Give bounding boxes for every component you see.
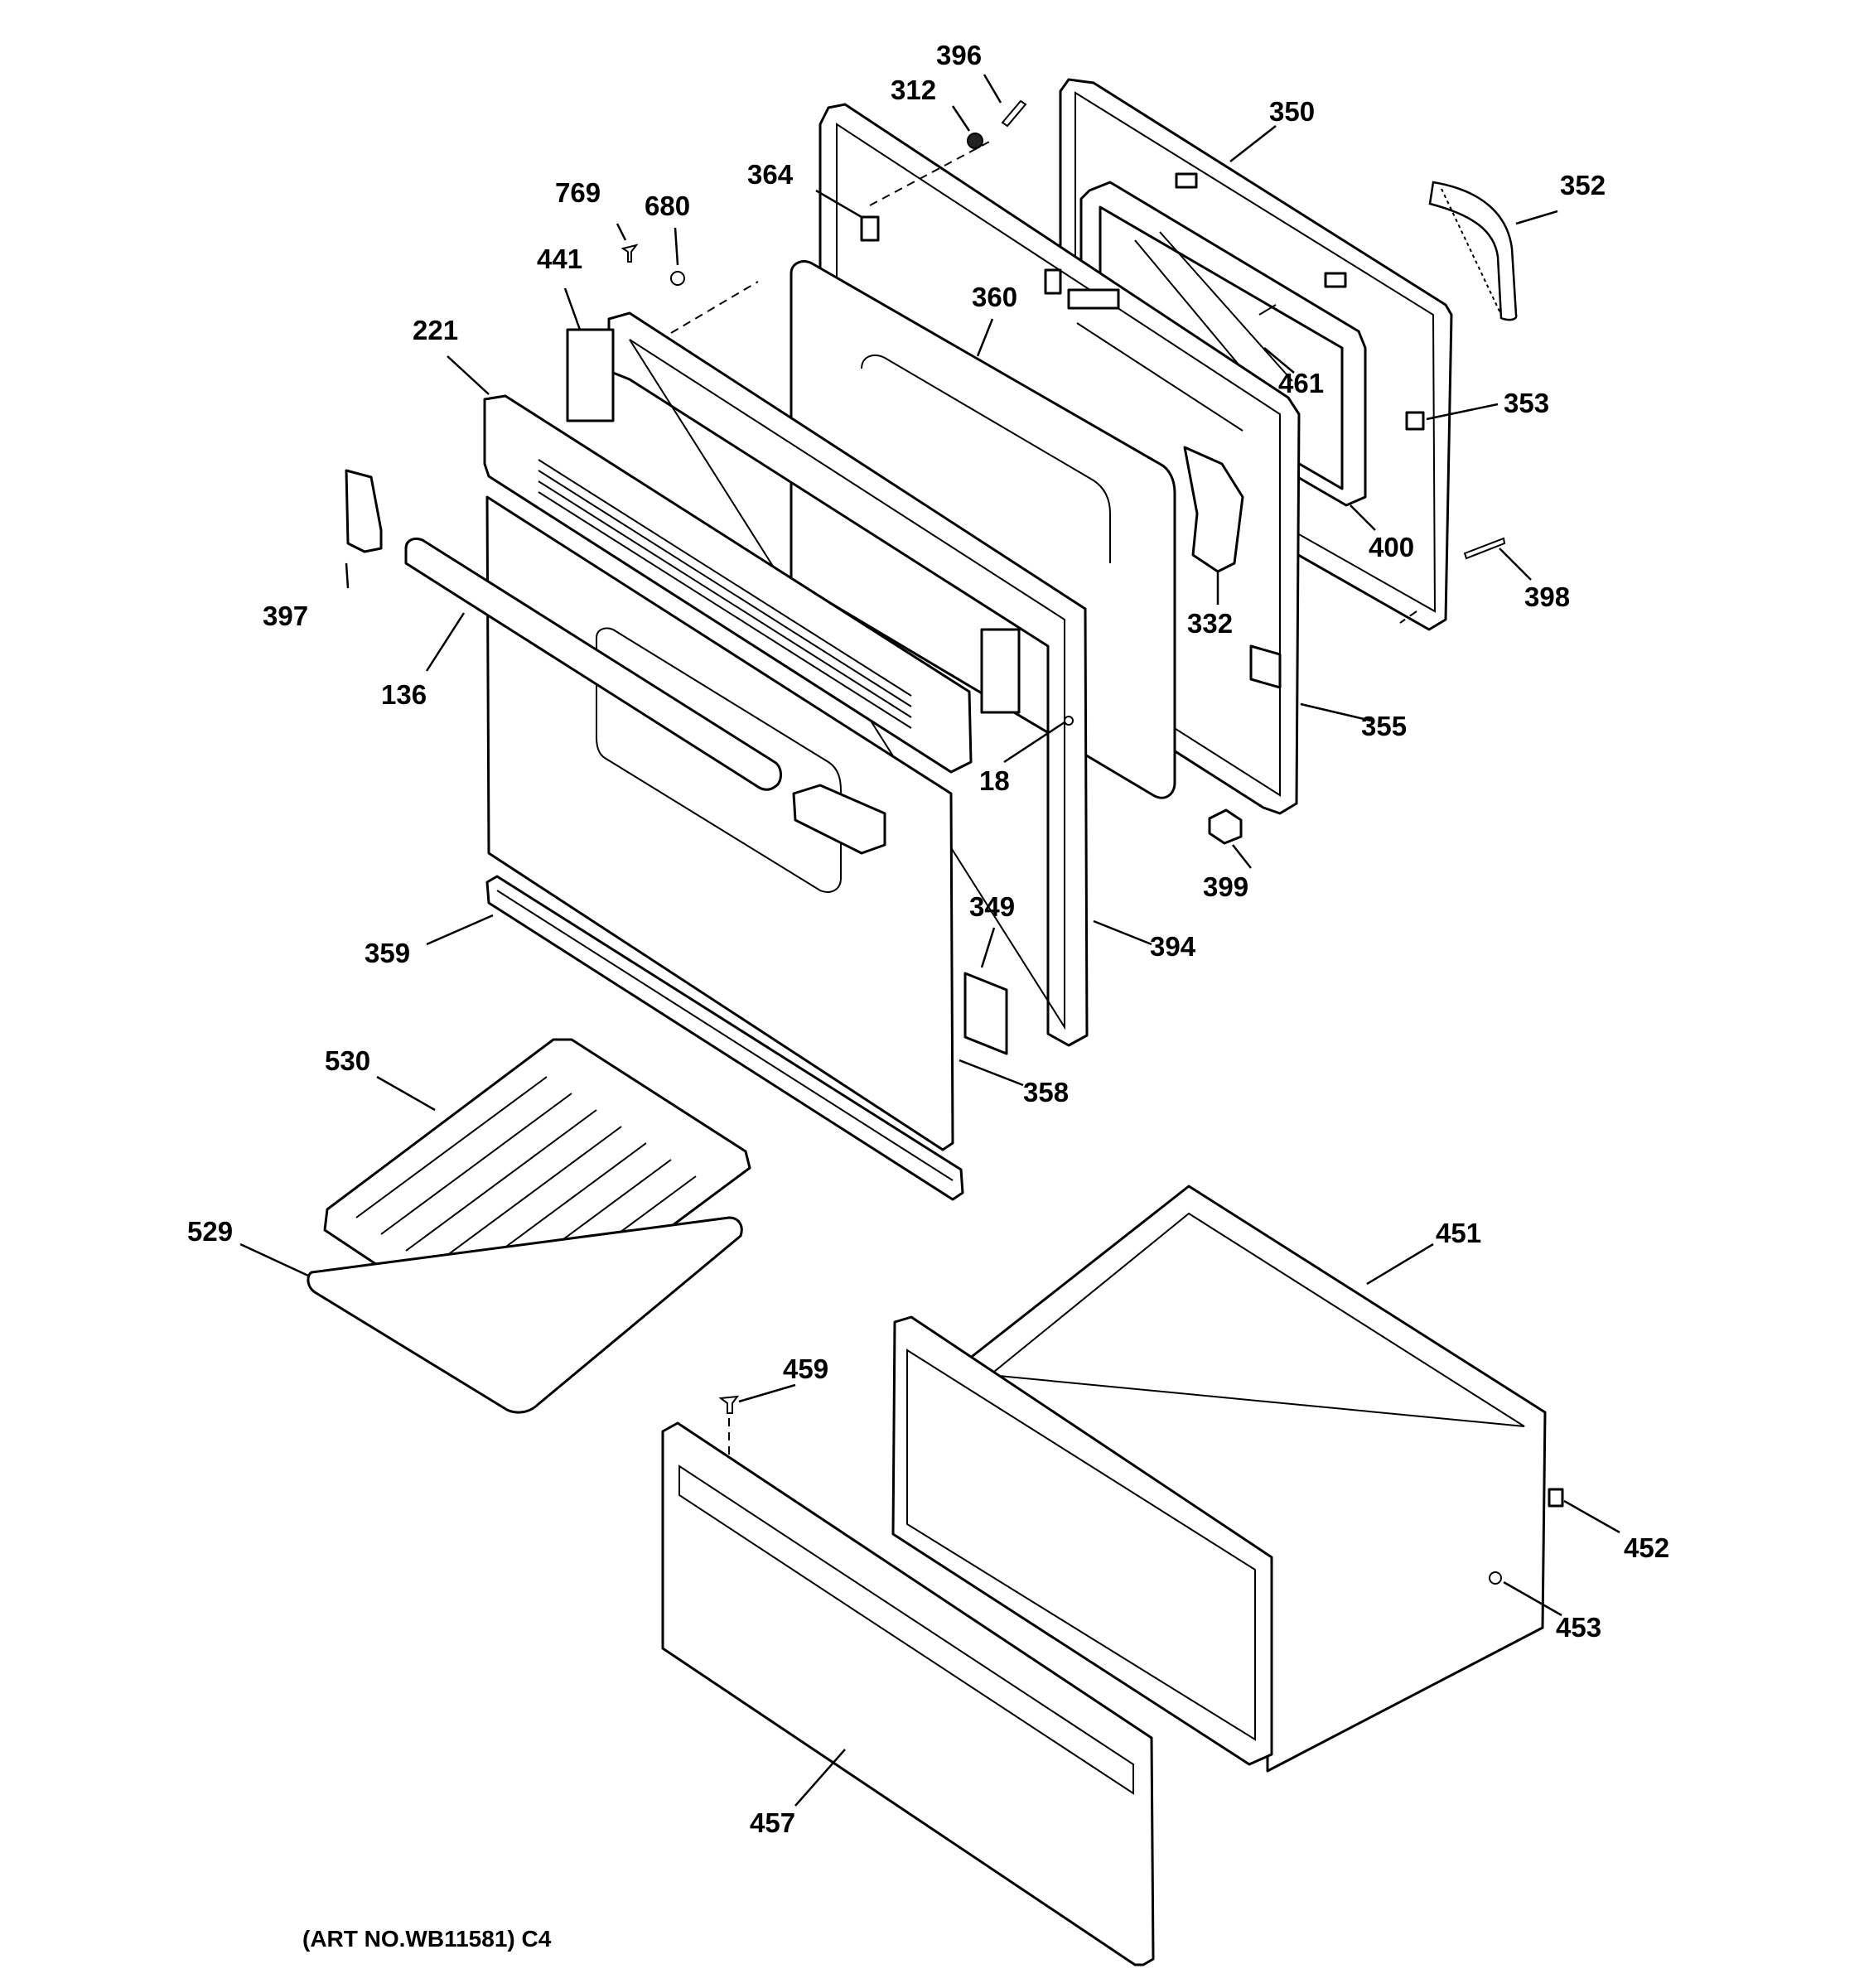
door-handle-136 xyxy=(404,537,886,855)
label-312: 312 xyxy=(891,75,936,105)
label-349: 349 xyxy=(969,891,1015,922)
label-394: 394 xyxy=(1150,931,1196,962)
part-drawings xyxy=(307,78,1564,1966)
label-360: 360 xyxy=(972,282,1017,312)
label-451: 451 xyxy=(1436,1218,1481,1248)
storage-drawer-451 xyxy=(891,1185,1547,1773)
label-769: 769 xyxy=(555,177,601,208)
label-441: 441 xyxy=(537,244,582,274)
label-457: 457 xyxy=(750,1807,795,1838)
bottom-trim-359 xyxy=(485,875,964,1201)
label-452: 452 xyxy=(1624,1532,1669,1563)
screw-453 xyxy=(1489,1571,1502,1585)
screw-461 xyxy=(1258,304,1277,316)
label-399: 399 xyxy=(1203,871,1248,902)
clip-364 xyxy=(860,215,880,242)
screw-769 xyxy=(621,244,639,263)
label-398: 398 xyxy=(1524,581,1570,612)
label-358: 358 xyxy=(1023,1077,1069,1107)
assembly-lines xyxy=(670,138,1417,1458)
drawer-front-457 xyxy=(661,1421,1155,1966)
vent-trim-221 xyxy=(483,394,973,774)
rating-label-349 xyxy=(963,972,1008,1055)
label-453: 453 xyxy=(1556,1612,1601,1643)
label-355: 355 xyxy=(1361,711,1407,741)
label-396: 396 xyxy=(936,40,982,70)
label-530: 530 xyxy=(325,1045,370,1076)
label-459: 459 xyxy=(783,1353,828,1384)
label-529: 529 xyxy=(187,1216,233,1247)
label-221: 221 xyxy=(413,315,458,345)
clip-353 xyxy=(1405,411,1425,431)
door-frame-394 xyxy=(566,311,1089,1047)
door-gasket-352 xyxy=(1428,181,1518,321)
art-number: (ART NO.WB11581) C4 xyxy=(302,1926,552,1952)
hardware xyxy=(621,99,1564,1585)
label-352: 352 xyxy=(1560,170,1606,200)
bumper-399 xyxy=(1208,808,1243,845)
screw-459 xyxy=(718,1395,740,1414)
screw-396 xyxy=(1001,99,1027,128)
label-136: 136 xyxy=(381,679,427,710)
screw-18 xyxy=(1064,716,1074,726)
screw-398 xyxy=(1463,537,1506,560)
leader-lines xyxy=(239,74,1620,1807)
label-400: 400 xyxy=(1369,532,1414,562)
label-350: 350 xyxy=(1269,96,1315,127)
label-397: 397 xyxy=(263,601,308,631)
label-364: 364 xyxy=(747,159,794,190)
callout-labels: 396 312 350 364 352 769 680 441 360 221 … xyxy=(187,40,1669,1838)
label-461: 461 xyxy=(1278,368,1324,398)
end-cap-397 xyxy=(345,469,383,553)
washer-312 xyxy=(967,133,983,149)
label-18: 18 xyxy=(979,765,1010,796)
clip-452 xyxy=(1548,1488,1564,1508)
label-359: 359 xyxy=(365,938,410,968)
broiler-pan-529 xyxy=(307,1216,743,1414)
nut-680 xyxy=(670,271,685,286)
label-680: 680 xyxy=(645,191,690,221)
label-353: 353 xyxy=(1504,388,1549,418)
label-332: 332 xyxy=(1187,608,1233,639)
